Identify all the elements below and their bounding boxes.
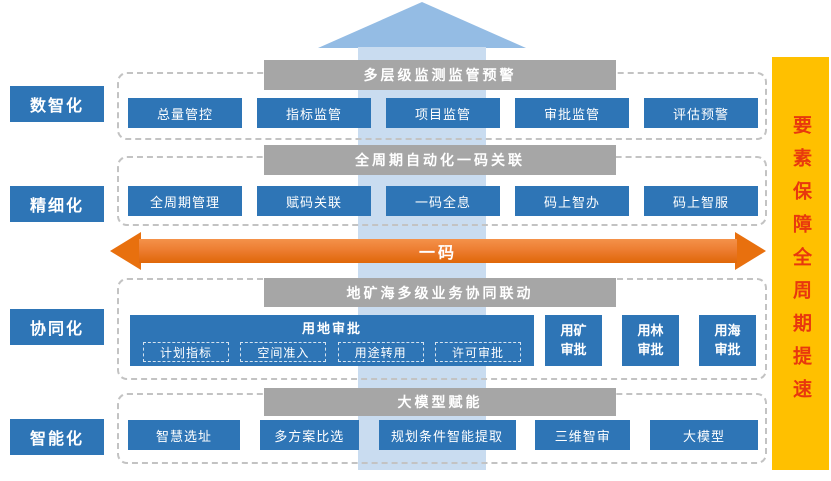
item-box: 评估预警 bbox=[644, 98, 758, 128]
stage-4-header: 大模型赋能 bbox=[264, 388, 616, 416]
stage-2-items: 全周期管理 赋码关联 一码全息 码上智办 码上智服 bbox=[128, 186, 758, 216]
stage-3-header: 地矿海多级业务协同联动 bbox=[264, 278, 616, 307]
item-box: 总量管控 bbox=[128, 98, 242, 128]
forest-approval-box: 用林审批 bbox=[622, 315, 679, 366]
item-box: 码上智办 bbox=[515, 186, 629, 216]
stage-2-header: 全周期自动化一码关联 bbox=[264, 145, 616, 175]
land-approval-subrow: 计划指标 空间准入 用途转用 许可审批 bbox=[130, 340, 534, 362]
item-box: 指标监管 bbox=[257, 98, 371, 128]
land-approval-box: 用地审批 计划指标 空间准入 用途转用 许可审批 bbox=[130, 315, 534, 366]
stage-1-label: 数智化 bbox=[10, 86, 104, 122]
land-sub-item: 空间准入 bbox=[240, 342, 327, 362]
guarantee-bar-label: 要素保障全周期提速 bbox=[790, 115, 811, 412]
guarantee-bar: 要素保障全周期提速 bbox=[772, 57, 829, 470]
item-box: 审批监管 bbox=[515, 98, 629, 128]
item-box: 全周期管理 bbox=[128, 186, 242, 216]
stage-4-label: 智能化 bbox=[10, 419, 104, 455]
stage-4-items: 智慧选址 多方案比选 规划条件智能提取 三维智审 大模型 bbox=[128, 420, 758, 450]
stage-3-label: 协同化 bbox=[10, 309, 104, 345]
item-box: 项目监管 bbox=[386, 98, 500, 128]
mine-approval-box: 用矿审批 bbox=[545, 315, 602, 366]
code-arrow: 一码 bbox=[110, 231, 766, 271]
land-approval-title: 用地审批 bbox=[301, 321, 362, 336]
item-box: 规划条件智能提取 bbox=[378, 420, 516, 450]
sea-approval-box: 用海审批 bbox=[699, 315, 756, 366]
up-arrow-head bbox=[318, 2, 526, 48]
item-box: 赋码关联 bbox=[257, 186, 371, 216]
code-arrow-right-head-icon bbox=[735, 232, 766, 270]
item-box: 多方案比选 bbox=[259, 420, 359, 450]
item-box: 大模型 bbox=[650, 420, 758, 450]
item-box: 一码全息 bbox=[386, 186, 500, 216]
code-arrow-body bbox=[139, 239, 737, 263]
land-sub-item: 许可审批 bbox=[434, 342, 521, 362]
code-arrow-label: 一码 bbox=[418, 245, 457, 262]
item-box: 三维智审 bbox=[535, 420, 631, 450]
land-sub-item: 用途转用 bbox=[337, 342, 424, 362]
code-arrow-left-head-icon bbox=[110, 232, 141, 270]
stage-2-label: 精细化 bbox=[10, 186, 104, 222]
stage-1-header: 多层级监测监管预警 bbox=[264, 60, 616, 90]
land-sub-item: 计划指标 bbox=[143, 342, 229, 362]
item-box: 智慧选址 bbox=[128, 420, 240, 450]
item-box: 码上智服 bbox=[644, 186, 758, 216]
stage-1-items: 总量管控 指标监管 项目监管 审批监管 评估预警 bbox=[128, 98, 758, 128]
